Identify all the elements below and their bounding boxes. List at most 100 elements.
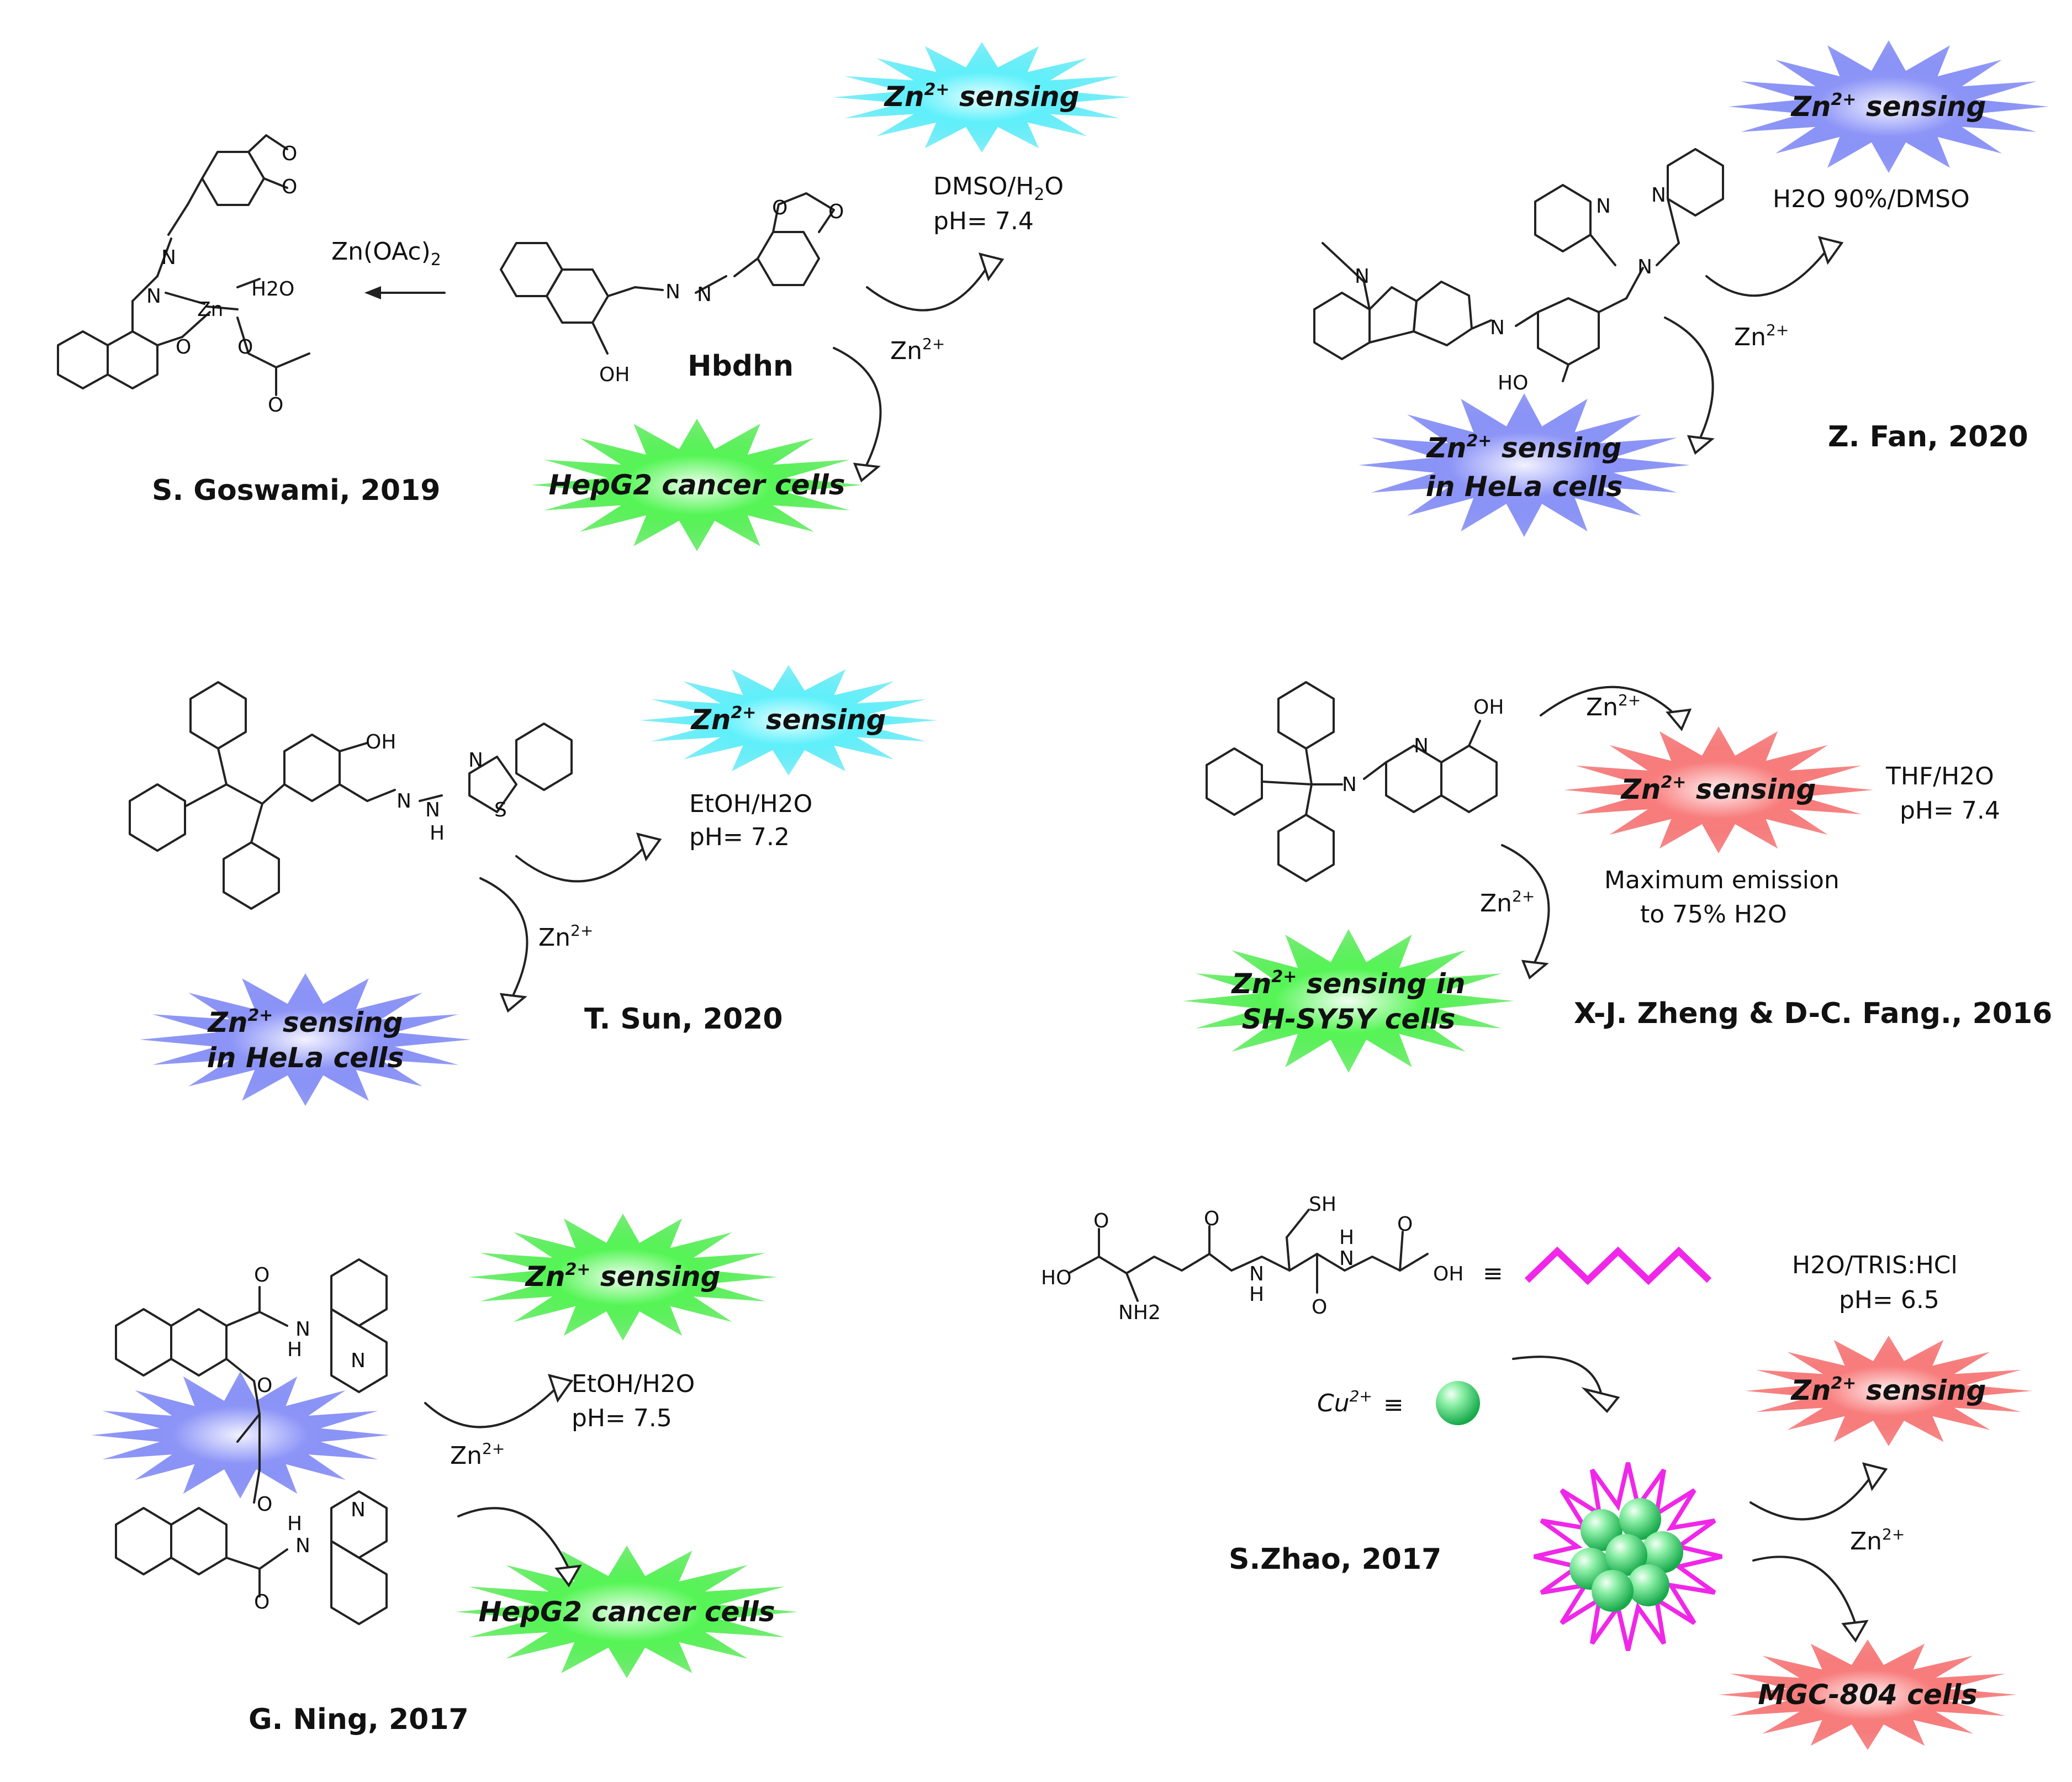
zn-complex-structure (57, 134, 310, 396)
burst-shape (456, 1546, 798, 1678)
atom-label: HO (1041, 1267, 1071, 1289)
atom-label: O (254, 1591, 269, 1614)
burst-label: HepG2 cancer cells (549, 469, 845, 501)
ph-label: pH= 7.2 (689, 823, 790, 851)
panel-goswami: N N Zn H2O O O O O O Zn(OAc)2 N N O O OH… (57, 80, 1079, 507)
sun-structure (129, 681, 573, 910)
atom-label: OH (1473, 696, 1504, 719)
burst-label: SH-SY5Y cells (1242, 1003, 1456, 1035)
atom-label: H (287, 1512, 302, 1535)
burst-shape (1564, 726, 1873, 853)
atom-label: H (287, 1338, 302, 1361)
arrowhead-icon (853, 462, 881, 483)
author-label: X-J. Zheng & D-C. Fang., 2016 (1574, 997, 2052, 1030)
atom-label: N (295, 1535, 310, 1557)
burst-label: Zn2+ sensing (207, 1006, 403, 1038)
atom-label: N (1249, 1263, 1264, 1285)
solvent-label: EtOH/H2O (689, 790, 812, 818)
zheng-structure (1206, 681, 1498, 882)
panel-sun: OH N N H N S Zn2+ EtOH/H2O pH= 7.2 Zn2+ … (129, 681, 886, 1074)
atom-label: O (257, 1493, 272, 1516)
zhao-peptide-structure (1067, 1209, 1429, 1302)
burst-label: Zn2+ sensing (525, 1260, 721, 1293)
burst-shape (531, 419, 863, 551)
arrowhead-icon (364, 286, 381, 299)
curved-arrow (1512, 1356, 1603, 1396)
atom-label: H (1339, 1226, 1354, 1249)
curved-arrow (1540, 686, 1680, 719)
atom-label: N (1637, 256, 1652, 278)
curved-arrow (1664, 317, 1714, 437)
atom-label: O (257, 1374, 272, 1397)
atom-label: O (1312, 1296, 1327, 1319)
emission-label: to 75% H2O (1640, 900, 1787, 929)
burst-shape (1719, 1639, 2017, 1750)
arrowhead-icon (1666, 708, 1692, 731)
curved-arrow (1501, 844, 1550, 962)
equiv-symbol: ≡ (1383, 1391, 1404, 1419)
atom-label: N (1414, 735, 1429, 757)
author-label: Z. Fan, 2020 (1828, 420, 2028, 454)
arrowhead-icon (1817, 236, 1844, 265)
atom-label: N (468, 749, 483, 772)
atom-label: OH (366, 731, 396, 753)
atom-label: OH (1433, 1263, 1463, 1285)
reagent-label: Zn(OAc)2 (331, 238, 441, 270)
zn-label: Zn2+ (450, 1440, 505, 1470)
atom-label: O (1397, 1213, 1413, 1236)
zn-label: Zn2+ (1480, 887, 1535, 918)
peptide-zigzag-icon (1524, 1246, 1712, 1285)
curved-arrow (1752, 1556, 1857, 1625)
curved-arrow (1705, 247, 1829, 297)
author-label: G. Ning, 2017 (249, 1703, 469, 1736)
atom-label: O (237, 336, 253, 358)
panel-zheng: OH N N Zn2+ Zn2+ THF/H2O pH= 7.4 Maximum… (1206, 681, 2052, 1035)
atom-label: N (1339, 1247, 1354, 1270)
burst-label: Zn2+ sensing in (1231, 967, 1466, 1000)
panel-fan: N N HO N N N Zn2+ H2O 90%/DMSO Zn2+ sens… (1313, 90, 2028, 503)
cu-label: Cu2+ (1317, 1387, 1372, 1417)
burst-layer (91, 40, 2049, 1750)
ph-label: pH= 7.4 (933, 207, 1034, 235)
atom-label: H (430, 822, 445, 845)
arrowhead-icon (547, 1374, 574, 1403)
arrowhead-icon (1581, 1387, 1620, 1413)
curved-arrow (479, 877, 528, 995)
burst-shape (140, 973, 471, 1106)
burst-shape (833, 42, 1131, 152)
burst-label: Zn2+ sensing (690, 703, 886, 736)
atom-label: N (425, 799, 440, 821)
burst-label: in HeLa cells (1426, 471, 1623, 503)
burst-shape (1745, 1336, 2032, 1446)
curved-arrow (1749, 1474, 1873, 1521)
atom-label: H2O (251, 278, 294, 300)
burst-label: in HeLa cells (207, 1042, 404, 1074)
atom-label: SH (1309, 1193, 1336, 1216)
burst-label: Zn2+ sensing (1790, 1374, 1986, 1406)
atom-label: S (494, 799, 507, 821)
atom-label: O (828, 201, 844, 223)
solvent-label: H2O/TRIS:HCl (1792, 1251, 1958, 1279)
atom-label: OH (599, 363, 630, 386)
curved-arrow (866, 264, 990, 312)
atom-label: Zn (197, 298, 223, 321)
atom-label: N (146, 285, 161, 308)
ligand-name: Hbdhn (688, 350, 794, 383)
atom-label: N (397, 790, 411, 813)
curved-arrow (457, 1507, 570, 1570)
author-label: T. Sun, 2020 (584, 1003, 783, 1036)
atom-label: O (254, 1264, 269, 1287)
solvent-label: EtOH/H2O (572, 1370, 695, 1398)
ph-label: pH= 7.4 (1900, 797, 2000, 825)
burst-label: Zn2+ sensing (1790, 90, 1986, 123)
zn-label: Zn2+ (538, 921, 593, 952)
burst-label: Zn2+ sensing (1620, 773, 1816, 805)
ph-label: pH= 6.5 (1839, 1286, 1939, 1314)
atom-label: O (1093, 1210, 1109, 1232)
atom-label: O (282, 143, 297, 165)
burst-shape (468, 1214, 778, 1341)
atom-label: N (1355, 265, 1370, 288)
zn-label: Zn2+ (1586, 691, 1641, 721)
atom-label: O (176, 336, 191, 358)
